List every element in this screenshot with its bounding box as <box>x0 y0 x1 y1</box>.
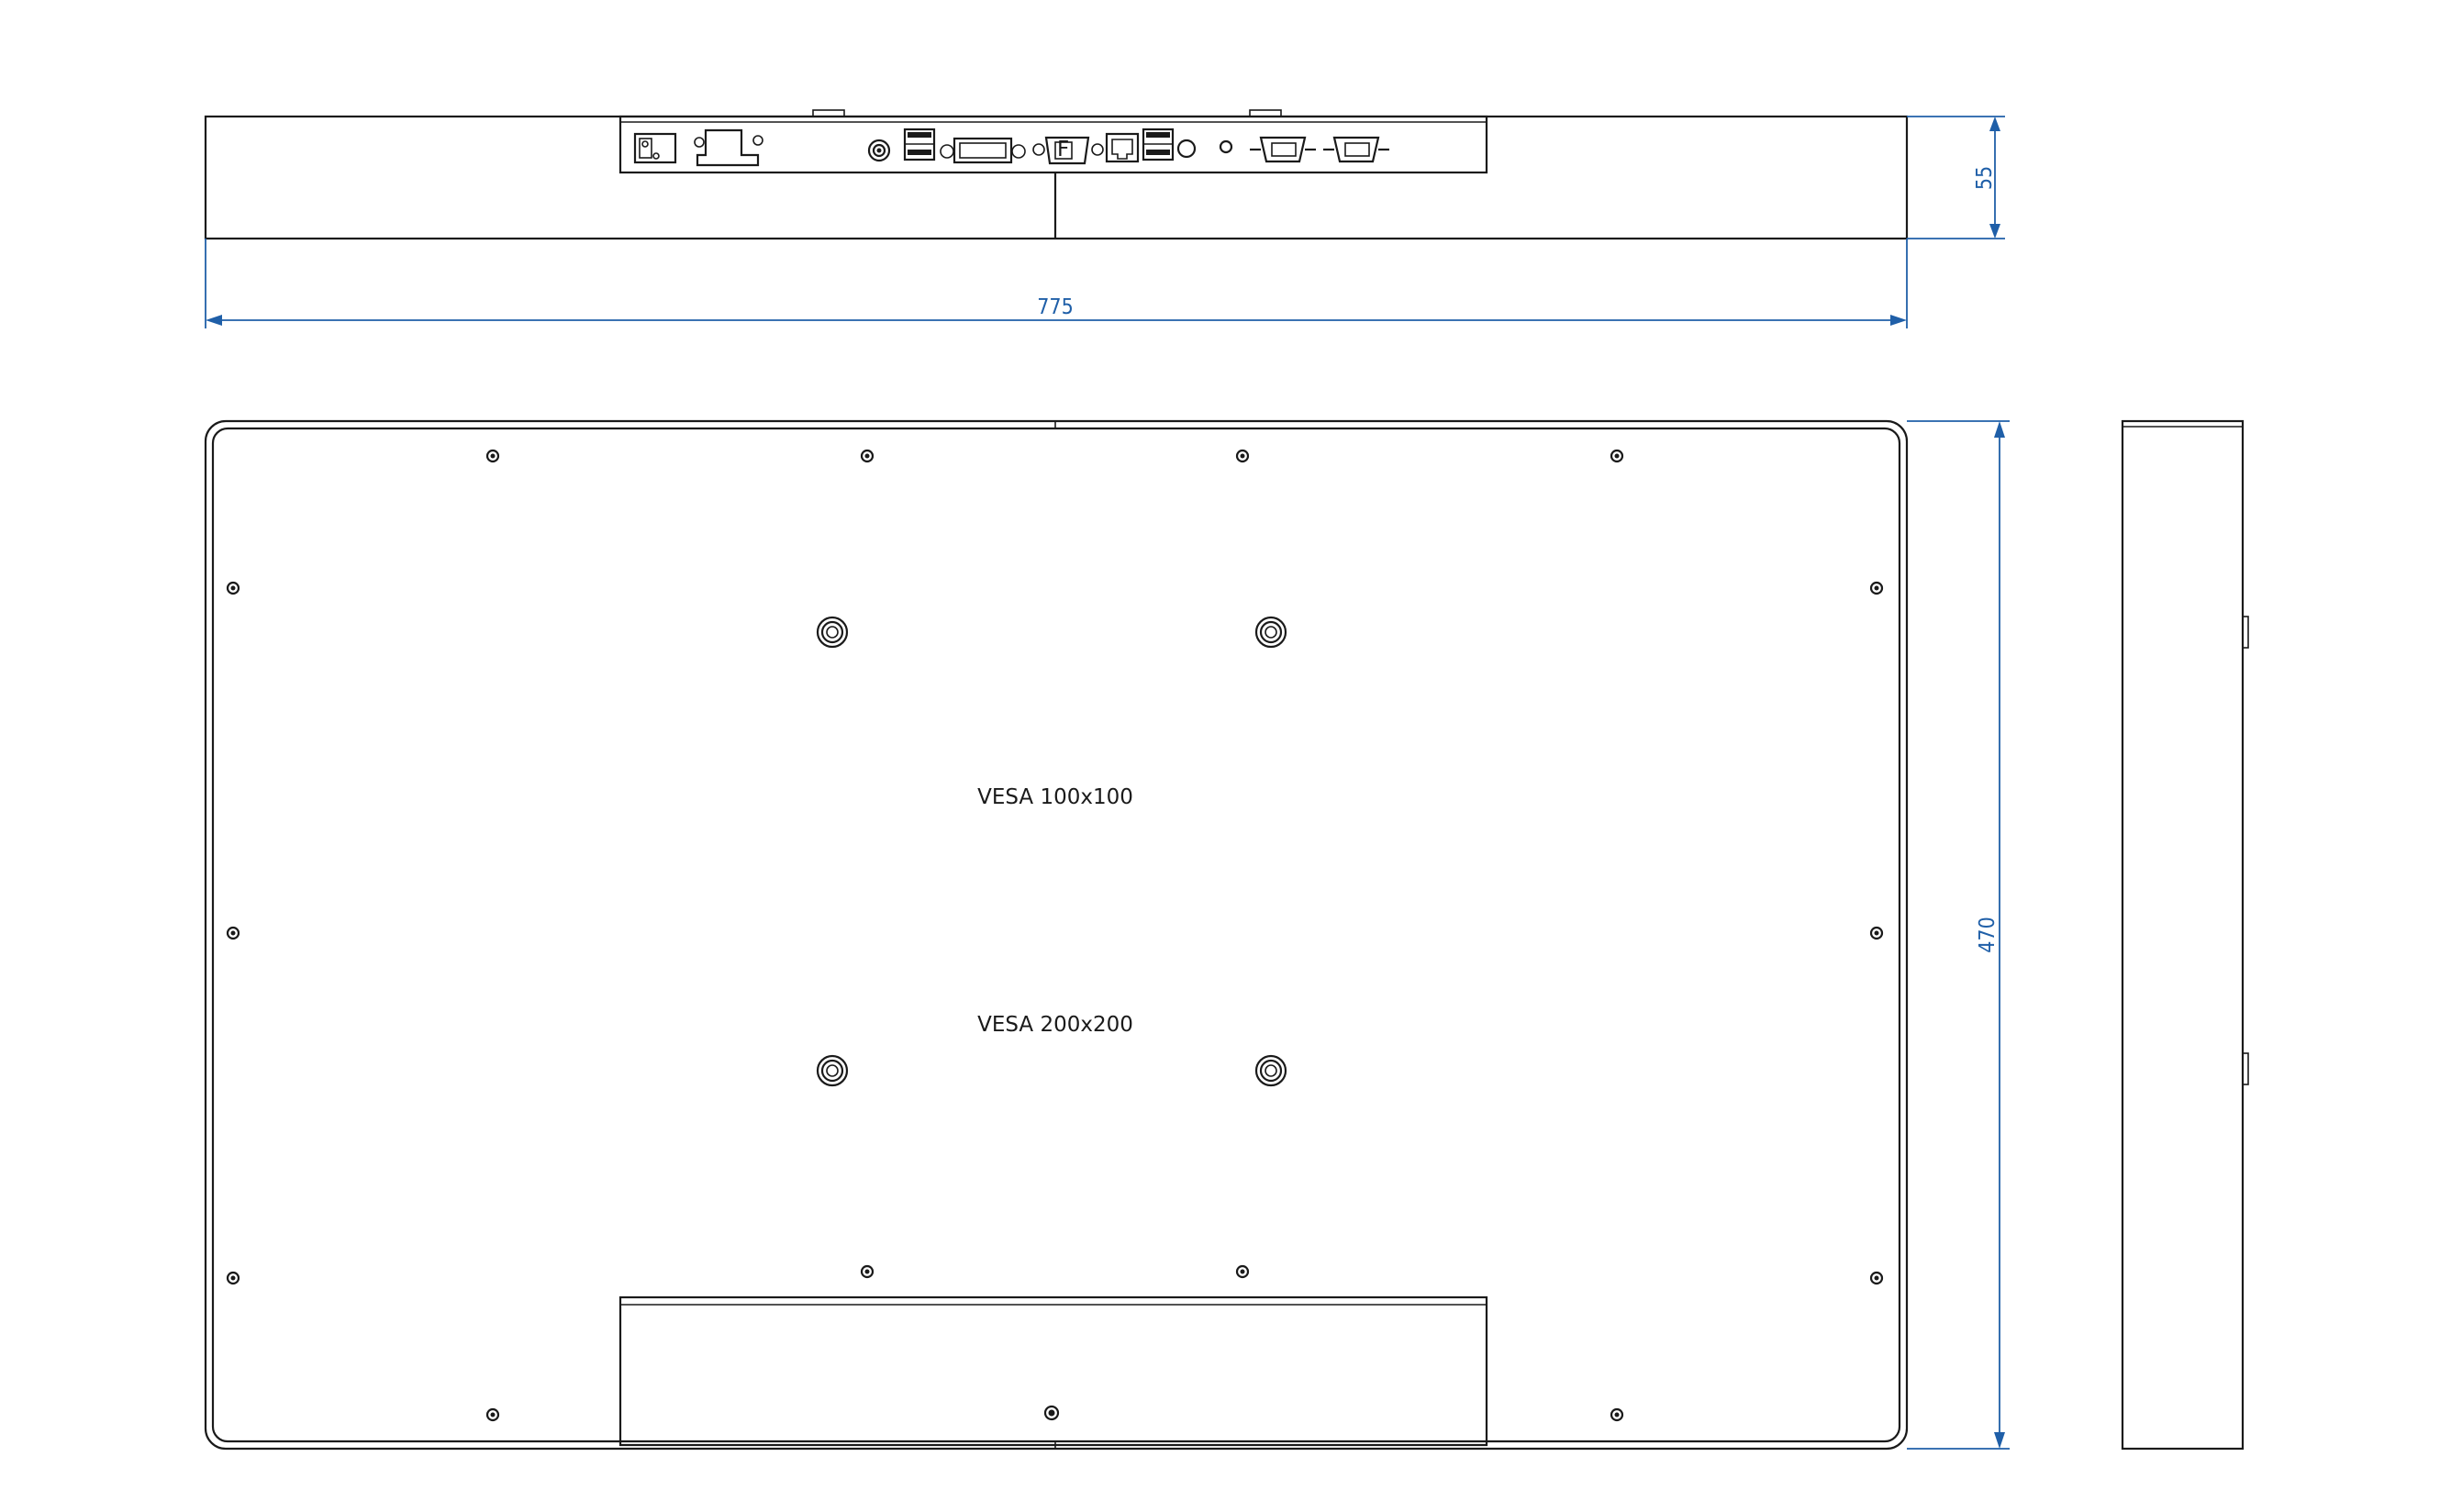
screw-icon <box>226 926 240 940</box>
vesa-200-label: VESA 200x200 <box>977 1013 1133 1037</box>
usb-port-icon <box>903 128 936 161</box>
screw-icon <box>1610 449 1624 463</box>
vesa-mount-hole-icon <box>1254 616 1287 649</box>
indicator-led-icon <box>1219 139 1233 154</box>
side-view-outline <box>2121 419 2245 1451</box>
power-switch-icon <box>633 132 677 164</box>
rear-view-outline <box>204 419 1909 1451</box>
io-cover <box>618 1295 1488 1447</box>
side-tab-upper <box>2242 616 2249 649</box>
top-view: F <box>204 109 1909 240</box>
screw-icon <box>1869 1271 1884 1285</box>
dimension-width: 775 <box>205 239 1908 328</box>
dc-jack-icon <box>867 139 891 162</box>
serial-port-icon <box>1323 136 1389 163</box>
depth-label: 55 <box>1973 166 1997 190</box>
vesa-mount-hole-icon <box>816 1054 849 1087</box>
ethernet-port-icon <box>1105 132 1140 163</box>
audio-jack-icon <box>1176 139 1197 159</box>
width-label: 775 <box>1037 295 1074 319</box>
height-label: 470 <box>1976 917 2000 953</box>
side-view <box>2121 419 2249 1451</box>
screw-icon <box>860 449 875 463</box>
screw-icon <box>1235 449 1250 463</box>
side-tab-lower <box>2242 1052 2249 1085</box>
screw-icon <box>1235 1264 1250 1279</box>
serial-port-icon <box>1250 136 1316 163</box>
rear-view: VESA 100x100 VESA 200x200 <box>204 419 1909 1451</box>
screw-icon <box>226 1271 240 1285</box>
vesa-holes <box>816 616 1287 1087</box>
screw-icon <box>1043 1405 1060 1421</box>
rear-view-inner-outline <box>211 427 1901 1443</box>
screw-icon <box>860 1264 875 1279</box>
screw-icon <box>485 449 500 463</box>
perimeter-screws <box>226 449 1884 1422</box>
usb-port-icon <box>1142 128 1175 161</box>
vesa-mount-hole-icon <box>1254 1054 1287 1087</box>
io-panel-outline <box>618 115 1488 174</box>
screw-icon <box>1869 581 1884 595</box>
screw-icon <box>1869 926 1884 940</box>
vga-port-icon: F <box>1032 136 1104 165</box>
vesa-100-label: VESA 100x100 <box>977 785 1133 809</box>
io-panel: F <box>618 115 1488 174</box>
svg-text:F: F <box>1057 138 1069 161</box>
screw-icon <box>485 1407 500 1422</box>
dvi-port-icon <box>940 137 1026 164</box>
vesa-mount-hole-icon <box>816 616 849 649</box>
terminal-connector-icon <box>694 128 763 167</box>
screw-icon <box>1610 1407 1624 1422</box>
dimension-depth: 55 <box>1907 116 2005 239</box>
dimension-height: 470 <box>1907 420 2010 1450</box>
screw-icon <box>226 581 240 595</box>
